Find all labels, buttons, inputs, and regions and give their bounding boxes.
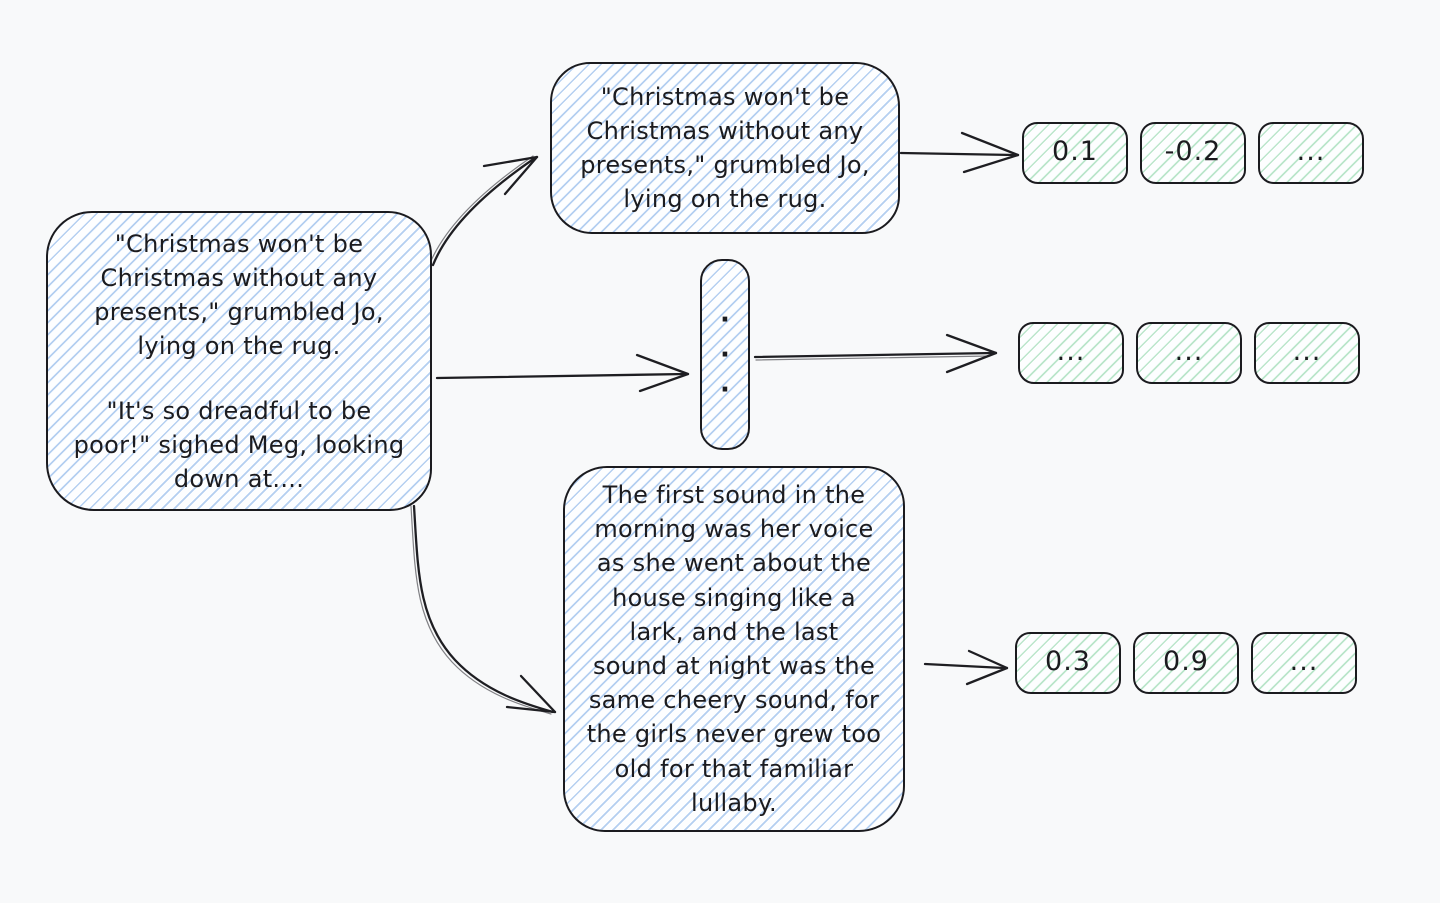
embedding-value-cell: 0.1 (1022, 122, 1128, 184)
embedding-value-cell: ... (1251, 632, 1357, 694)
embedding-value: ... (1289, 645, 1319, 677)
arrow-ellipsis-to-embedding2 (753, 333, 998, 374)
embedding-row-3: 0.3 0.9 ... (1015, 632, 1357, 694)
chunk-2-text: The first sound in the morning was her v… (586, 480, 882, 817)
source-text-box: "Christmas won't be Christmas without an… (46, 211, 432, 511)
embedding-value: 0.1 (1052, 135, 1098, 167)
embedding-value: -0.2 (1164, 135, 1222, 167)
chunk-2-box: The first sound in the morning was her v… (563, 466, 905, 832)
chunk-1-box: "Christmas won't be Christmas without an… (550, 62, 900, 234)
embedding-value: 0.9 (1163, 645, 1209, 677)
embedding-row-2: ... ... ... (1018, 322, 1360, 384)
embedding-value: ... (1292, 335, 1322, 367)
embedding-value-cell: ... (1136, 322, 1242, 384)
arrow-chunk2-to-embedding3 (923, 649, 1009, 686)
ellipsis-dot: · (720, 374, 730, 405)
embedding-value-cell: 0.9 (1133, 632, 1239, 694)
embedding-value-cell: -0.2 (1140, 122, 1246, 184)
embedding-value-cell: ... (1018, 322, 1124, 384)
arrow-chunk1-to-embedding1 (899, 131, 1020, 174)
embedding-value-cell: 0.3 (1015, 632, 1121, 694)
embedding-row-1: 0.1 -0.2 ... (1022, 122, 1364, 184)
arrow-source-to-ellipsis (435, 353, 690, 393)
embedding-value: ... (1296, 135, 1326, 167)
embedding-value-cell: ... (1258, 122, 1364, 184)
source-paragraph-1: "Christmas won't be Christmas without an… (94, 229, 384, 360)
embedding-value-cell: ... (1254, 322, 1360, 384)
chunk-ellipsis-box: · · · (700, 259, 750, 450)
ellipsis-dot: · (720, 304, 730, 335)
source-paragraph-2: "It's so dreadful to be poor!" sighed Me… (73, 396, 405, 493)
embedding-value: ... (1174, 335, 1204, 367)
arrow-source-to-chunk2 (410, 504, 557, 715)
ellipsis-dot: · (720, 339, 730, 370)
arrow-source-to-chunk1 (429, 155, 539, 267)
chunk-1-text: "Christmas won't be Christmas without an… (580, 83, 870, 213)
embedding-value: 0.3 (1045, 645, 1091, 677)
embedding-value: ... (1056, 335, 1086, 367)
